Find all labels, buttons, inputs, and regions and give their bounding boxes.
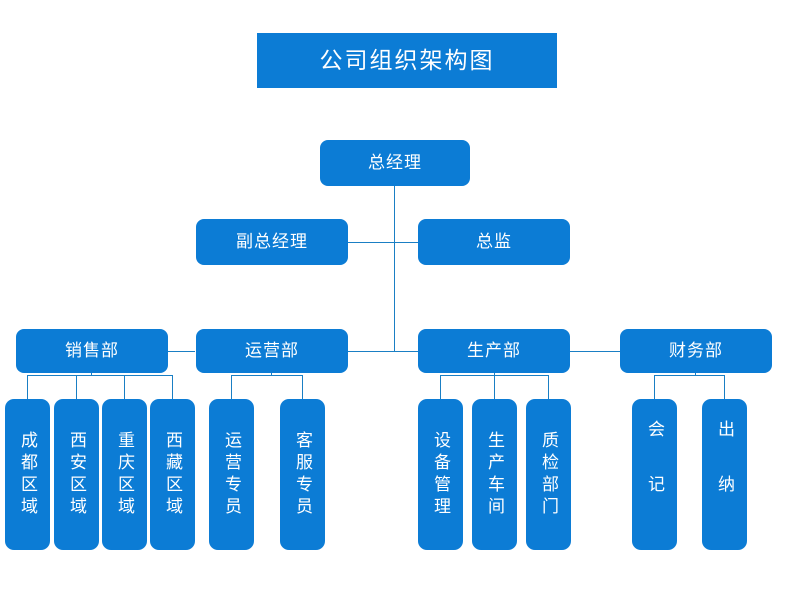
node-label-director: 总监 [476, 232, 512, 252]
chart-title-banner: 公司组织架构图 [257, 33, 557, 88]
node-label-deputy-general-manager: 副总经理 [236, 232, 308, 252]
connector-ops-branch-bar [231, 375, 303, 376]
node-label-sales-department: 销售部 [65, 341, 119, 361]
node-label-xian-region: 西安区域 [67, 430, 86, 519]
connector-finance-stem [695, 370, 696, 376]
node-label-production-workshop: 生产车间 [485, 430, 504, 519]
connector-dept-prod-finance [570, 351, 620, 352]
node-quality-control-department[interactable]: 质检部门 [526, 399, 571, 550]
node-label-cashier: 出纳 [715, 419, 734, 530]
node-chongqing-region[interactable]: 重庆区域 [102, 399, 147, 550]
connector-sales-xian [76, 375, 77, 399]
connector-ops-stem [271, 370, 272, 376]
connector-ops-ops-spec [231, 375, 232, 399]
node-label-quality-control-department: 质检部门 [539, 430, 558, 519]
node-deputy-general-manager[interactable]: 副总经理 [196, 219, 348, 265]
connector-finance-branch-bar [654, 375, 725, 376]
node-accountant[interactable]: 会记 [632, 399, 677, 550]
node-operations-department[interactable]: 运营部 [196, 329, 348, 373]
node-label-finance-department: 财务部 [669, 341, 723, 361]
node-label-customer-service-specialist: 客服专员 [293, 430, 312, 519]
node-label-general-manager: 总经理 [368, 153, 422, 173]
connector-sales-stem [91, 370, 92, 376]
node-label-accountant: 会记 [645, 419, 664, 530]
node-general-manager[interactable]: 总经理 [320, 140, 470, 186]
node-label-chengdu-region: 成都区域 [18, 430, 37, 519]
connector-sales-xizang [172, 375, 173, 399]
connector-exec-horizontal [348, 242, 418, 243]
node-production-department[interactable]: 生产部 [418, 329, 570, 373]
page-title: 公司组织架构图 [319, 47, 495, 73]
node-label-operations-department: 运营部 [245, 341, 299, 361]
node-label-xizang-region: 西藏区域 [163, 430, 182, 519]
node-label-production-department: 生产部 [467, 341, 521, 361]
node-xizang-region[interactable]: 西藏区域 [150, 399, 195, 550]
node-cashier[interactable]: 出纳 [702, 399, 747, 550]
connector-sales-chongqing [124, 375, 125, 399]
node-finance-department[interactable]: 财务部 [620, 329, 772, 373]
node-label-operations-specialist: 运营专员 [222, 430, 241, 519]
node-xian-region[interactable]: 西安区域 [54, 399, 99, 550]
node-chengdu-region[interactable]: 成都区域 [5, 399, 50, 550]
connector-exec-to-departments [394, 242, 395, 351]
connector-finance-cashier [724, 375, 725, 399]
node-label-equipment-management: 设备管理 [431, 430, 450, 519]
connector-ops-cs-spec [302, 375, 303, 399]
node-customer-service-specialist[interactable]: 客服专员 [280, 399, 325, 550]
connector-prod-equipment [440, 375, 441, 399]
connector-prod-qc [548, 375, 549, 399]
node-operations-specialist[interactable]: 运营专员 [209, 399, 254, 550]
connector-dept-sales-ops [168, 351, 195, 352]
connector-sales-branch-bar [27, 375, 173, 376]
connector-sales-chengdu [27, 375, 28, 399]
node-director[interactable]: 总监 [418, 219, 570, 265]
connector-prod-workshop [494, 375, 495, 399]
connector-prod-stem [494, 370, 495, 376]
connector-dept-ops-prod [348, 351, 418, 352]
connector-finance-accountant [654, 375, 655, 399]
node-label-chongqing-region: 重庆区域 [115, 430, 134, 519]
connector-gm-to-exec [394, 185, 395, 242]
node-sales-department[interactable]: 销售部 [16, 329, 168, 373]
node-production-workshop[interactable]: 生产车间 [472, 399, 517, 550]
node-equipment-management[interactable]: 设备管理 [418, 399, 463, 550]
